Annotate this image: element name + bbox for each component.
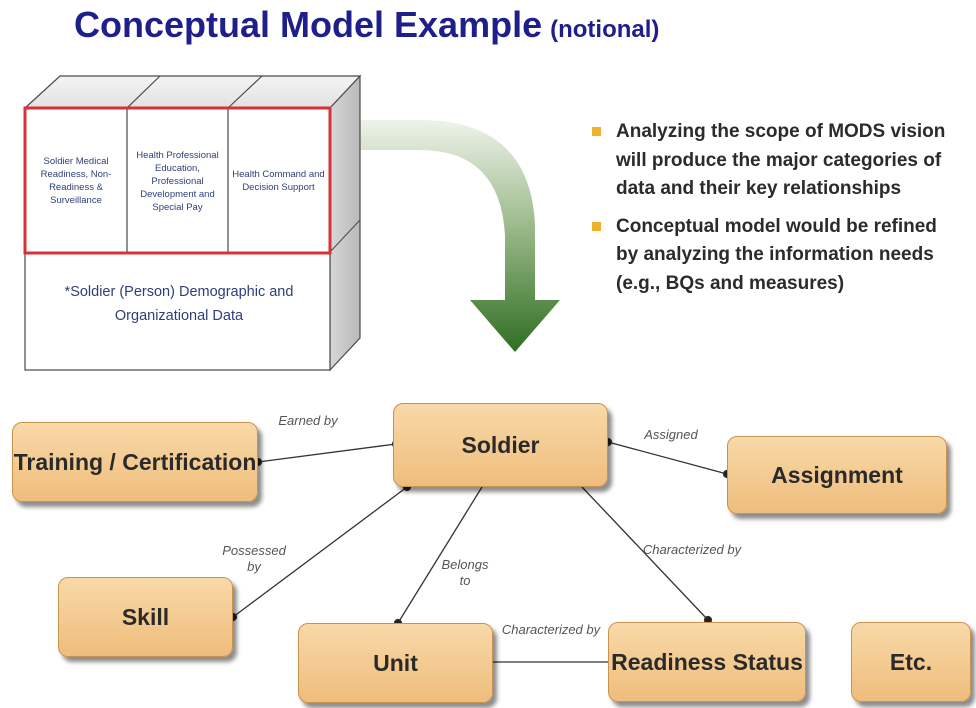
entity-etc: Etc. xyxy=(851,622,971,702)
bullet-square-icon xyxy=(592,127,601,136)
cube-cell-health-command: Health Command and Decision Support xyxy=(232,169,325,193)
entity-training-certification: Training / Certification xyxy=(12,422,258,502)
relationship-label-characterized-by: Characterized by xyxy=(642,542,742,557)
relationship-label-earned-by: Earned by xyxy=(278,413,338,428)
bullet-text: Conceptual model would be refined by ana… xyxy=(616,215,937,294)
page-title: Conceptual Model Example (notional) xyxy=(74,4,874,60)
entity-skill: Skill xyxy=(58,577,233,657)
relationship-label-belongs-to: Belongs to xyxy=(441,557,489,588)
relationship-label-possessed-by: Possessed by xyxy=(222,543,286,574)
cube-front-face xyxy=(24,107,331,371)
title-subtitle: (notional) xyxy=(550,16,660,43)
entity-unit: Unit xyxy=(298,623,493,703)
relationship-label-assigned: Assigned xyxy=(644,427,698,442)
bullet-list: Analyzing the scope of MODS vision will … xyxy=(592,118,962,307)
entity-soldier: Soldier xyxy=(393,403,608,487)
bullet-square-icon xyxy=(592,221,601,231)
cube-cell-health-professional: Health Professional Education, Professio… xyxy=(136,149,219,213)
bullet-item: Analyzing the scope of MODS vision will … xyxy=(592,118,962,204)
relationship-label-characterized-by: Characterized by xyxy=(501,622,601,637)
entity-readiness-status: Readiness Status xyxy=(608,622,806,702)
cube-cell-medical-readiness: Soldier Medical Readiness, Non-Readiness… xyxy=(40,156,112,206)
cube-base-label: *Soldier (Person) Demographic and Organi… xyxy=(64,284,294,324)
title-main: Conceptual Model Example xyxy=(74,4,543,45)
entity-assignment: Assignment xyxy=(727,436,947,514)
bullet-item: Conceptual model would be refined by ana… xyxy=(592,213,962,299)
green-arrow-icon xyxy=(340,120,560,352)
bullet-text: Analyzing the scope of MODS vision will … xyxy=(616,121,946,199)
cube-highlight-border xyxy=(23,106,332,255)
